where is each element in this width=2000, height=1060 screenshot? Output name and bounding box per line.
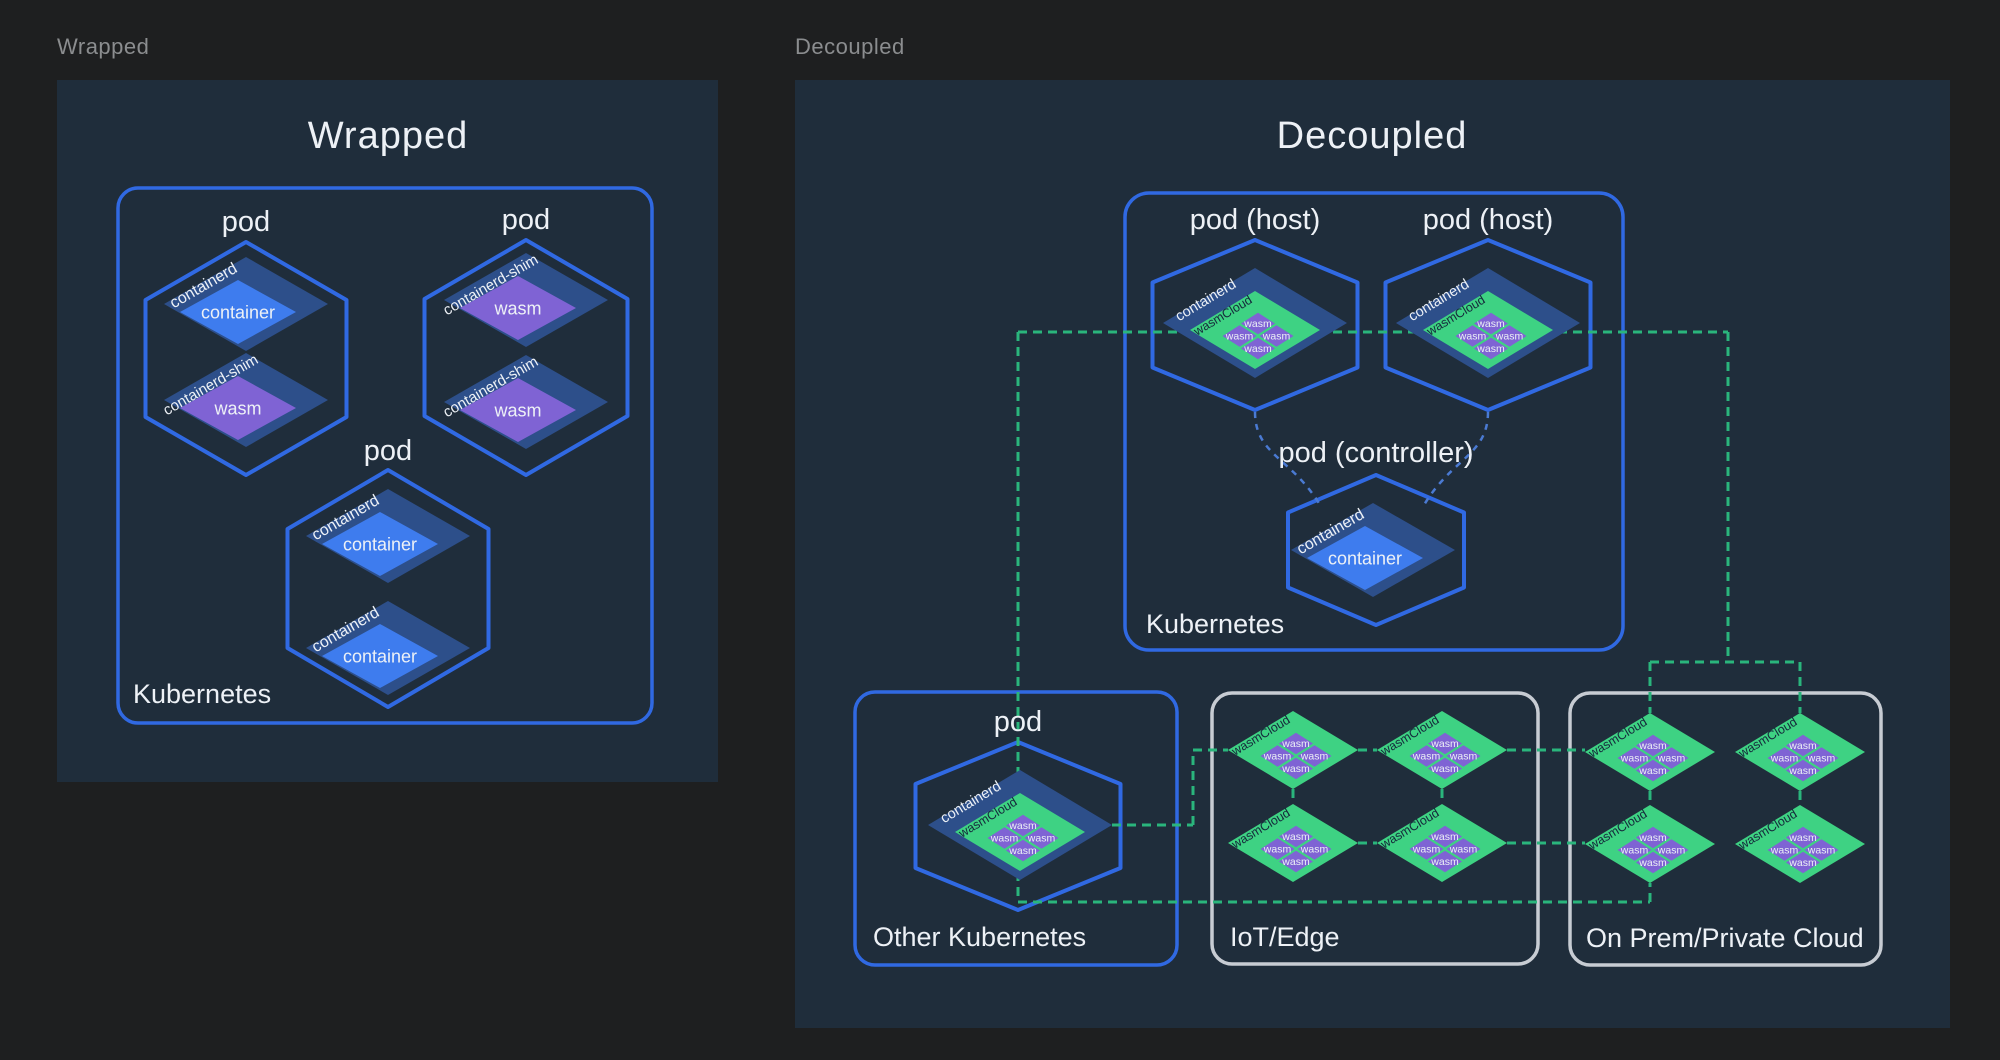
on-prem-box <box>1568 691 1883 967</box>
other-kubernetes-box <box>853 690 1179 967</box>
pod-label: pod <box>994 706 1042 738</box>
iot-edge-box <box>1210 691 1540 966</box>
controller-link-left <box>1253 411 1322 506</box>
pod-hexagon-2 <box>422 238 630 477</box>
pod-controller-label: pod (controller) <box>1278 437 1473 469</box>
other-kubernetes-label: Other Kubernetes <box>873 922 1086 952</box>
pod-label: pod <box>222 206 270 238</box>
wrapped-title: Wrapped <box>308 115 469 157</box>
pod-host-hexagon-1 <box>1150 238 1360 412</box>
controller-link-right <box>1422 411 1490 506</box>
pod-label: pod <box>502 204 550 236</box>
pod-hexagon-3 <box>285 468 491 709</box>
pod-host-label: pod (host) <box>1423 204 1554 236</box>
pod-hexagon-1 <box>143 240 349 477</box>
iot-edge-label: IoT/Edge <box>1230 922 1340 952</box>
pod-controller-hexagon <box>1286 473 1466 627</box>
on-prem-label: On Prem/Private Cloud <box>1586 923 1864 953</box>
decoupled-title: Decoupled <box>1277 115 1468 157</box>
pod-label: pod <box>364 435 412 467</box>
kubernetes-box-right <box>1123 191 1625 652</box>
kubernetes-label: Kubernetes <box>1146 609 1284 639</box>
kubernetes-box-left <box>116 186 654 725</box>
pod-host-label: pod (host) <box>1190 204 1321 236</box>
wrapped-frame-label[interactable]: Wrapped <box>57 34 149 59</box>
decoupled-frame-label[interactable]: Decoupled <box>795 34 905 59</box>
lattice-mesh-lines <box>1016 330 1802 904</box>
kubernetes-label: Kubernetes <box>133 679 271 709</box>
pod-host-hexagon-2 <box>1383 238 1593 412</box>
other-kubernetes-pod-hexagon <box>913 740 1123 912</box>
